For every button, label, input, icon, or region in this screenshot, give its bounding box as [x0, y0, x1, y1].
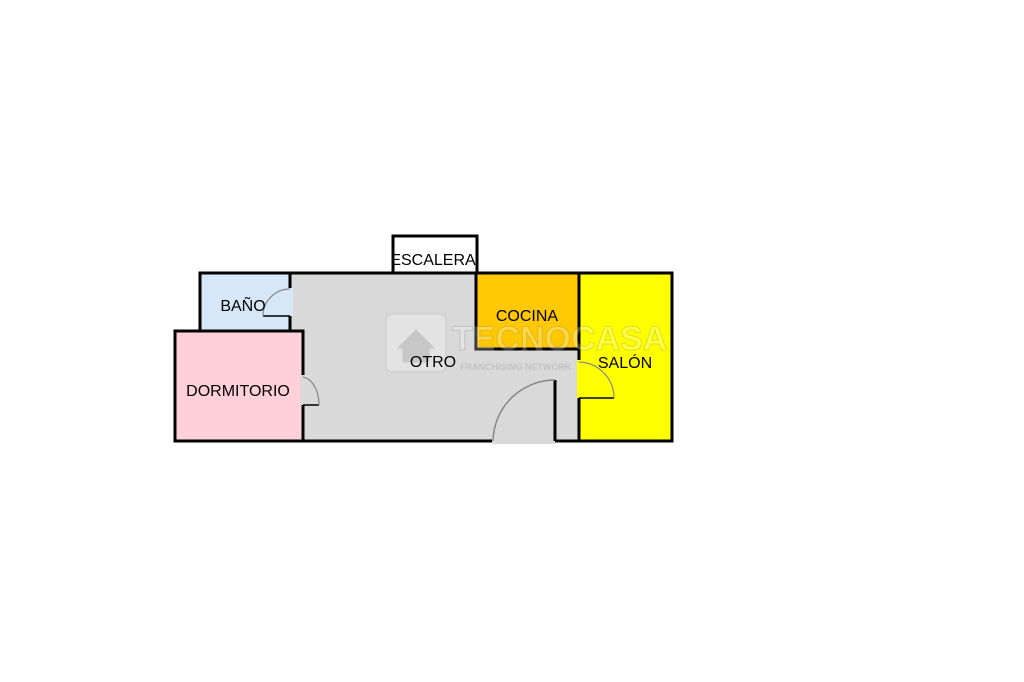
room-salon — [577, 271, 674, 443]
watermark-tagline: FRANCHISING NETWORK — [460, 362, 572, 372]
room-cocina — [474, 271, 581, 351]
dormitorio-door-arc — [302, 376, 320, 406]
room-dormitorio — [173, 329, 305, 443]
label-escalera: ESCALERA — [390, 252, 476, 269]
label-bano: BAÑO — [220, 295, 265, 315]
house-icon — [396, 329, 436, 363]
watermark: TECNOCASA FRANCHISING NETWORK — [385, 313, 668, 373]
entrance-door-arc — [492, 379, 556, 442]
entrance-opening — [492, 438, 555, 444]
label-otro: OTRO — [410, 354, 456, 371]
bano-door-arc — [262, 288, 291, 317]
salon-door-arc — [578, 361, 615, 399]
dormitorio-door-opening — [300, 375, 306, 405]
salon-door-opening — [577, 360, 582, 398]
label-salon: SALÓN — [598, 353, 652, 372]
label-cocina: COCINA — [496, 308, 559, 325]
watermark-logo-box — [385, 313, 447, 373]
room-escalera — [391, 234, 479, 275]
watermark-brand: TECNOCASA — [452, 320, 667, 358]
bano-door-opening — [287, 288, 293, 316]
label-dormitorio: DORMITORIO — [186, 383, 290, 400]
